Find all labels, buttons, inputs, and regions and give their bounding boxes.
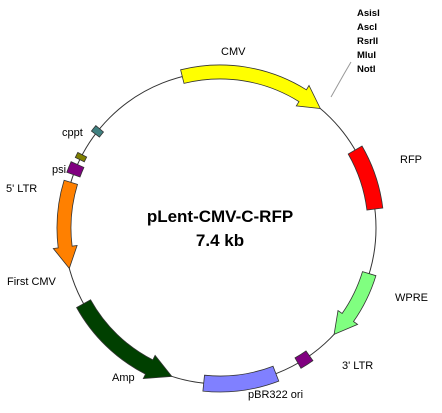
site-label: AscI	[357, 22, 377, 33]
feature-label-3-ltr: 3' LTR	[342, 360, 373, 372]
feature-cppt	[90, 125, 105, 138]
feature-5-ltr	[66, 161, 85, 178]
feature-rfp	[347, 145, 384, 211]
feature-label-5-ltr: 5' LTR	[6, 183, 37, 195]
feature-psi	[74, 151, 88, 163]
site-label: NotI	[357, 64, 375, 75]
feature-label-cppt: cppt	[62, 127, 83, 139]
site-label: AsisI	[357, 8, 380, 19]
feature-label-cmv: CMV	[221, 46, 246, 58]
feature-label-wpre: WPRE	[395, 292, 428, 304]
feature-label-first-cmv: First CMV	[7, 276, 57, 288]
feature-cmv	[180, 64, 321, 109]
feature-label-rfp: RFP	[400, 154, 422, 166]
site-label: RsrII	[357, 36, 378, 47]
feature-label-pbr322-ori: pBR322 ori	[248, 389, 303, 401]
feature-first-cmv	[52, 179, 78, 270]
site-label: MluI	[357, 50, 376, 61]
feature-pbr322-ori	[202, 365, 280, 393]
feature-3-ltr	[294, 350, 314, 369]
feature-label-psi: psi	[52, 164, 66, 176]
feature-wpre	[333, 271, 377, 336]
plasmid-size: 7.4 kb	[196, 231, 244, 250]
restriction-site-leader	[330, 61, 352, 98]
plasmid-name: pLent-CMV-C-RFP	[147, 207, 293, 226]
feature-label-amp: Amp	[112, 372, 135, 384]
feature-amp	[76, 299, 173, 380]
